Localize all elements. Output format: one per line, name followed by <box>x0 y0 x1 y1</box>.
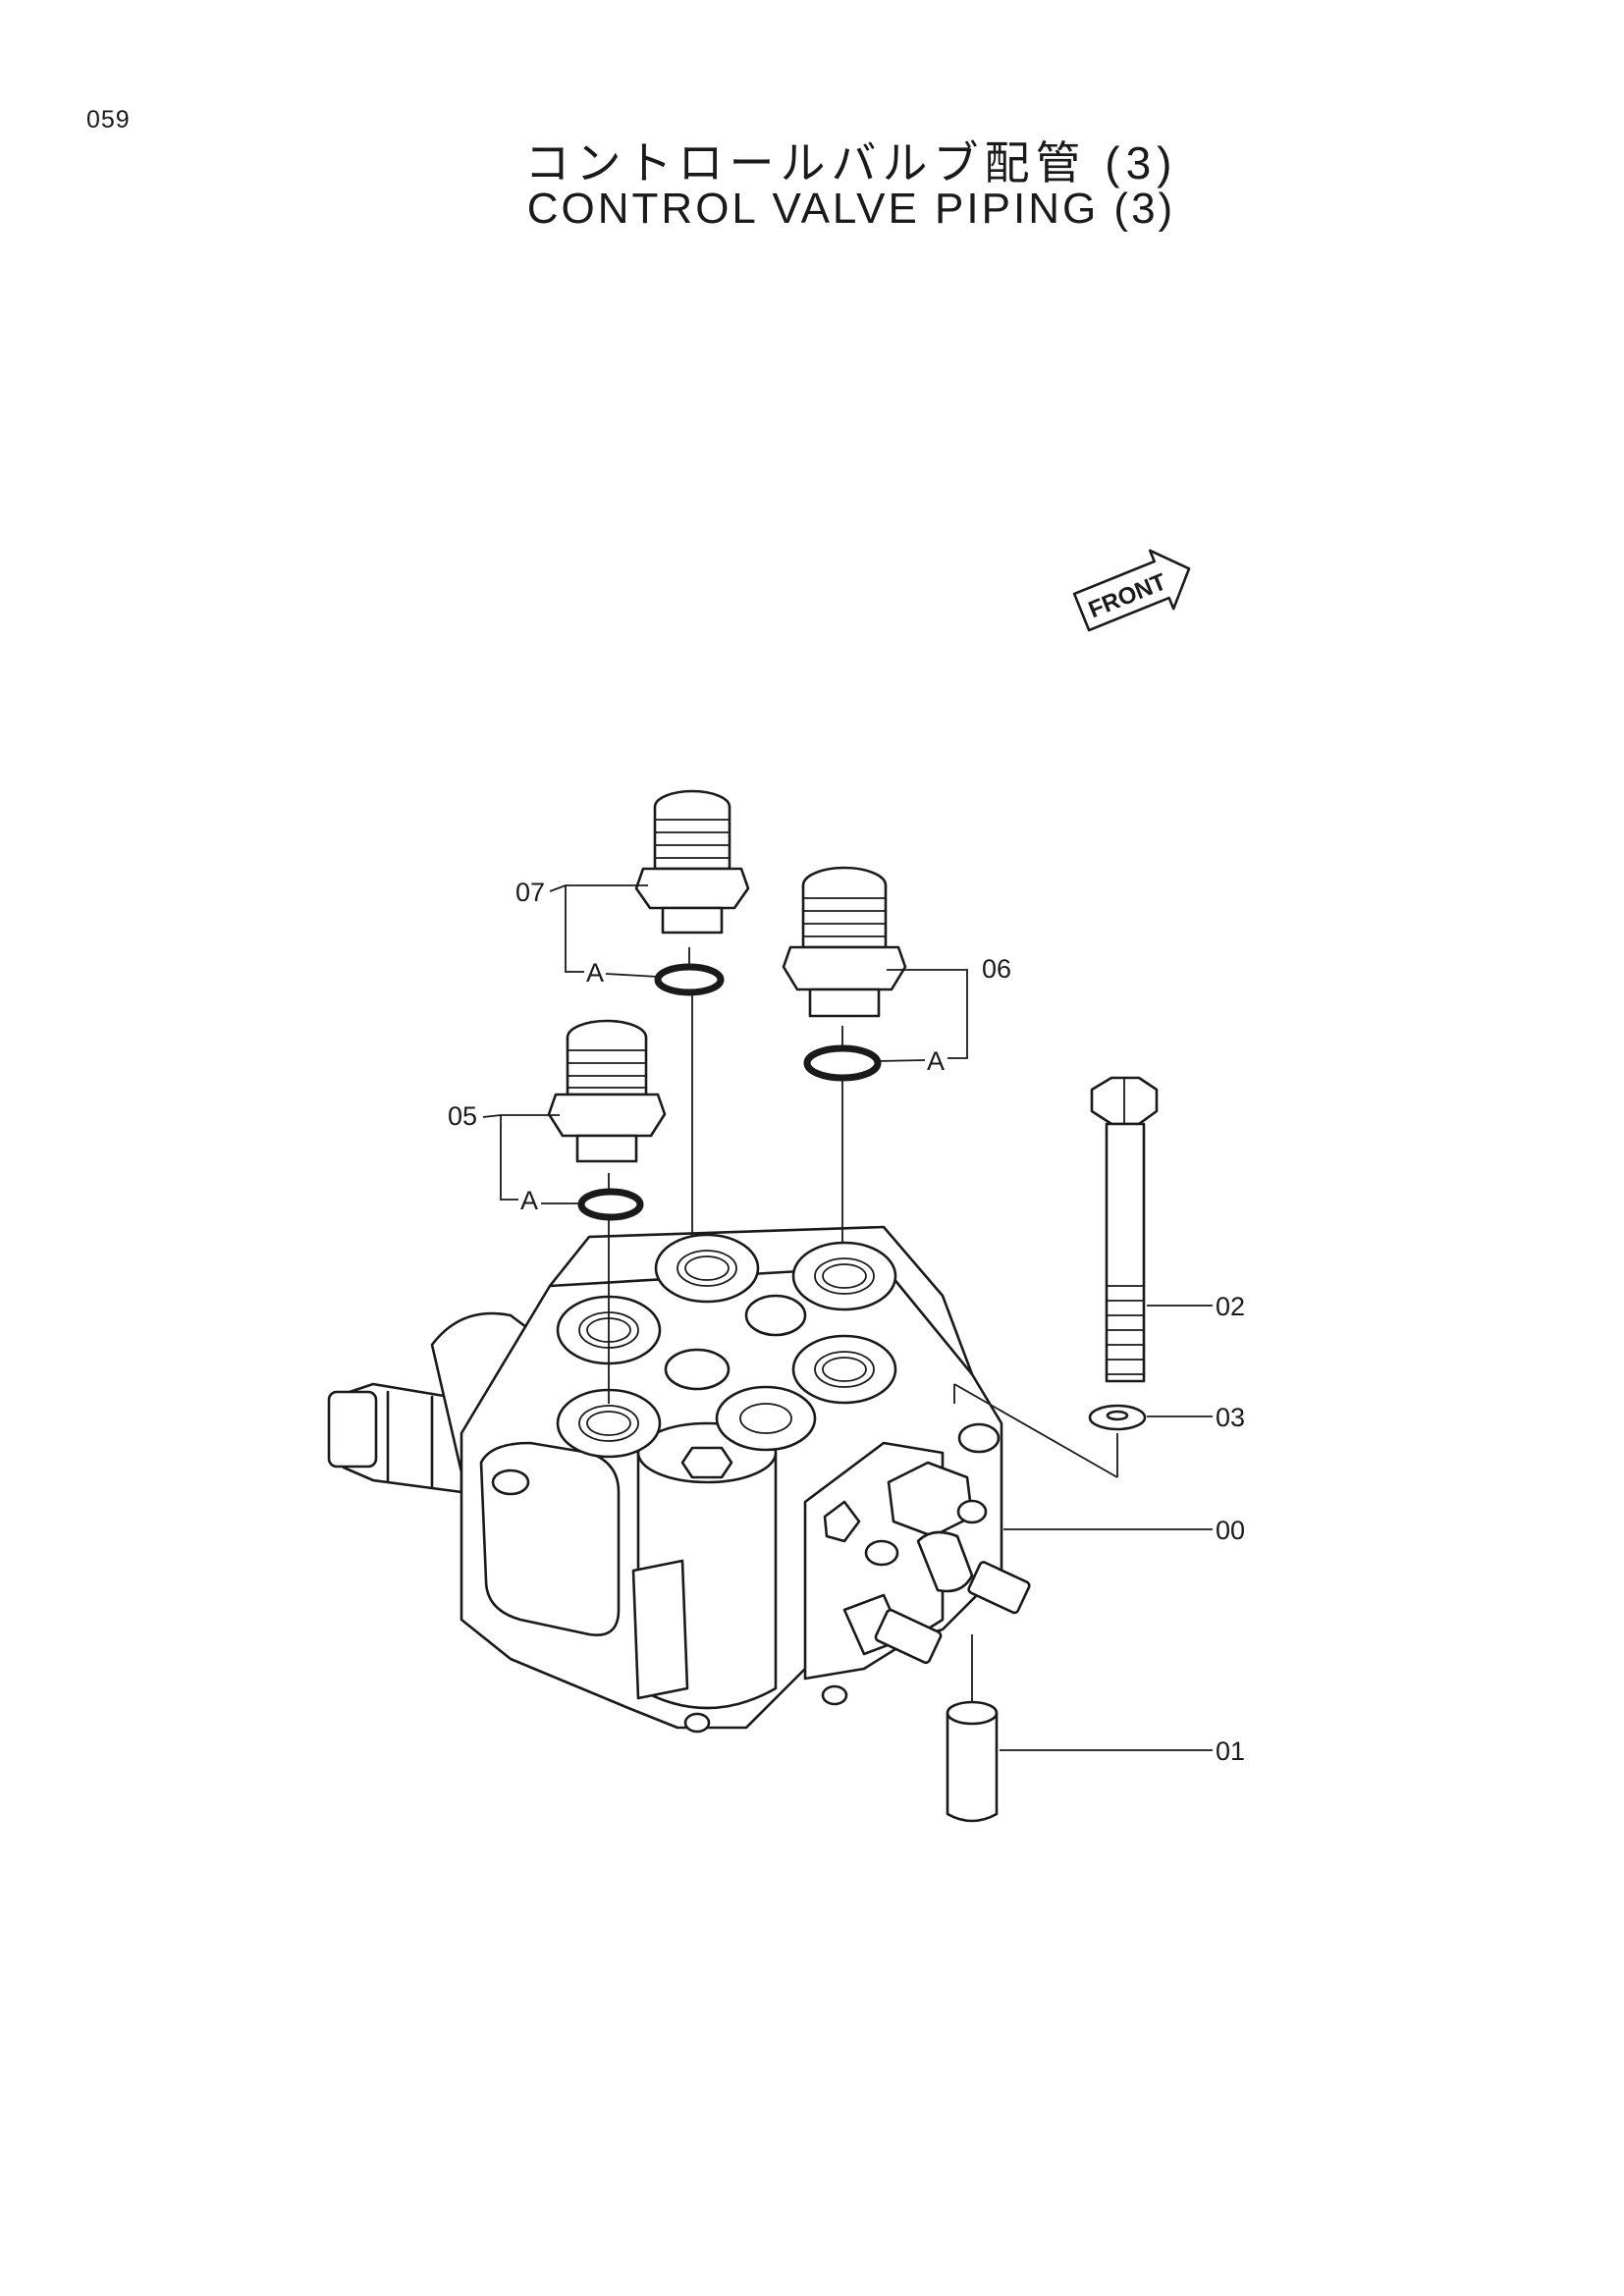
adapter-06 <box>782 866 907 1018</box>
front-arrow-icon: FRONT <box>1072 549 1191 632</box>
o-ring-05 <box>577 1188 644 1221</box>
callout-00: 00 <box>1003 1516 1245 1545</box>
port-top-front-right <box>715 1385 817 1452</box>
callout-06: 06 A <box>877 954 1011 1076</box>
spool-shaft-left <box>842 1539 943 1665</box>
spacer-01 <box>946 1700 999 1823</box>
label-03: 03 <box>1216 1403 1245 1432</box>
washer-03 <box>1088 1404 1147 1431</box>
label-05: 05 <box>448 1101 477 1131</box>
control-valve-body <box>327 1225 1031 1734</box>
callout-02: 02 <box>1147 1292 1245 1321</box>
title-japanese: コントロールバルブ配管 (3) <box>524 137 1178 188</box>
label-02: 02 <box>1216 1292 1245 1321</box>
port-top-back-left <box>654 1233 760 1304</box>
callout-01: 01 <box>1000 1736 1245 1766</box>
port-top-back-right <box>791 1241 897 1311</box>
port-top-front-left <box>556 1388 662 1459</box>
adapter-05 <box>547 1019 667 1163</box>
bolt-02 <box>1090 1076 1159 1383</box>
kit-marker-06: A <box>927 1046 945 1076</box>
kit-marker-05: A <box>520 1186 538 1215</box>
o-ring-07 <box>654 963 725 996</box>
label-06: 06 <box>982 954 1011 984</box>
title-english: CONTROL VALVE PIPING (3) <box>526 185 1176 233</box>
callout-07: 07 A <box>515 878 659 988</box>
callout-03: 03 <box>1147 1403 1245 1432</box>
label-07: 07 <box>515 878 545 907</box>
label-00: 00 <box>1216 1516 1245 1545</box>
label-01: 01 <box>1216 1736 1245 1766</box>
kit-marker-07: A <box>586 958 604 988</box>
port-top-mid-right <box>791 1334 897 1405</box>
page-number: 059 <box>86 106 131 133</box>
callout-05: 05 A <box>448 1101 581 1215</box>
spool-shaft-right <box>916 1499 1031 1615</box>
o-ring-06 <box>803 1044 882 1082</box>
adapter-07 <box>634 789 750 934</box>
